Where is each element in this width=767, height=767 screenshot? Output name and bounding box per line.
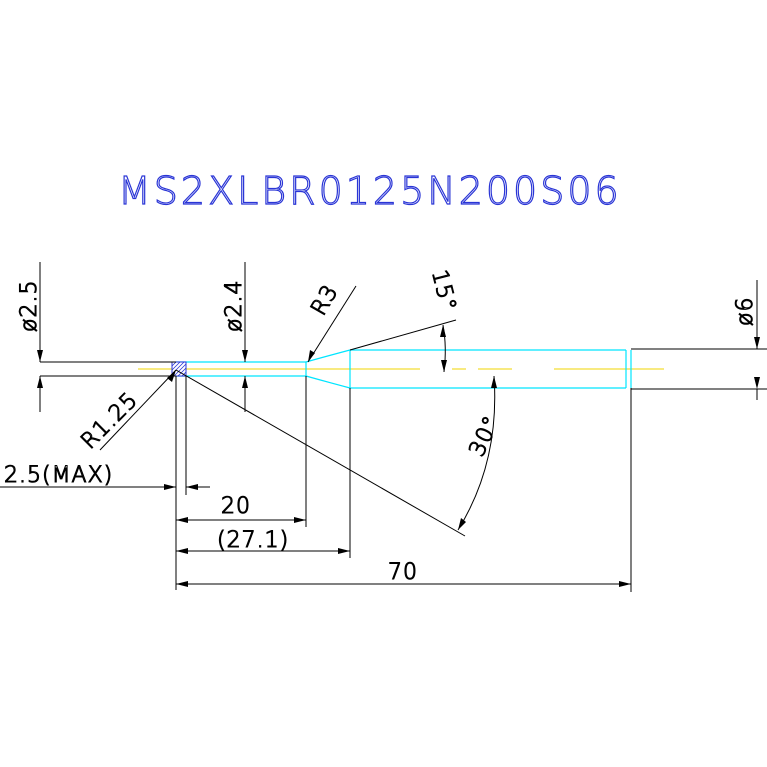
- label-shank-diameter: ø6: [733, 297, 758, 326]
- tool-body-outline: [176, 349, 632, 389]
- label-neck-diameter: ø2.4: [222, 280, 247, 332]
- dim-taper-angle: 15°: [349, 267, 461, 373]
- dim-ball-radius: R1.25: [76, 369, 177, 455]
- dim-reference-length: (27.1): [176, 388, 351, 558]
- label-taper-angle: 15°: [426, 267, 460, 314]
- dim-shank-diameter: ø6: [732, 280, 760, 400]
- label-reference-length: (27.1): [217, 528, 289, 553]
- label-neck-length: 20: [221, 494, 251, 519]
- dim-ball-diameter: ø2.5: [16, 262, 176, 412]
- part-number-title: MS2XLBR0125N200S06: [118, 169, 622, 213]
- label-ball-diameter: ø2.5: [17, 280, 42, 332]
- label-ball-radius: R1.25: [77, 388, 144, 455]
- label-helix-angle: 30°: [465, 412, 505, 461]
- label-chamfer-max: 2.5(MAX): [4, 463, 113, 488]
- dim-neck-diameter: ø2.4: [221, 262, 248, 412]
- ball-tip: [171, 361, 187, 377]
- dim-overall-length: 70: [176, 388, 632, 592]
- dim-neck-length: 20: [176, 376, 307, 527]
- shank-outline: [631, 348, 767, 390]
- label-overall-length: 70: [388, 560, 418, 585]
- dim-chamfer-max: 2.5(MAX): [0, 376, 210, 590]
